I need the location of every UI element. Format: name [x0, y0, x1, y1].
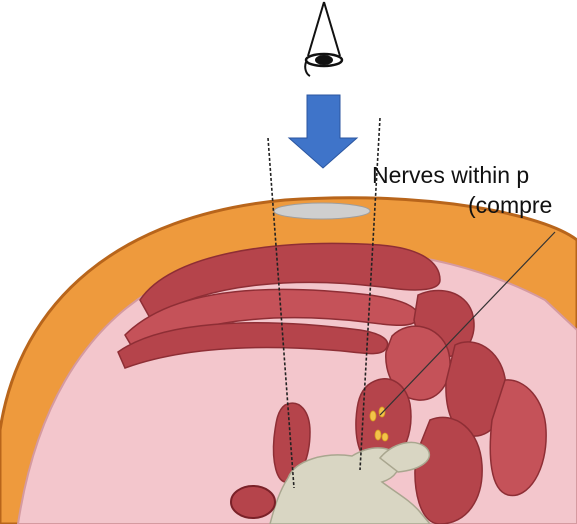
nerve-1 — [370, 411, 376, 421]
probe-pad — [274, 203, 370, 219]
eye-icon — [305, 2, 342, 76]
nerves-callout: Nerves within p (compre — [372, 160, 552, 220]
lateral-muscle-5 — [415, 417, 482, 524]
aorta — [231, 486, 275, 518]
nerve-4 — [382, 433, 388, 441]
callout-line-1: Nerves within p — [372, 162, 529, 188]
callout-line-2: (compre — [372, 190, 552, 220]
nerve-2 — [379, 407, 385, 417]
down-arrow-icon — [289, 95, 357, 168]
nerve-3 — [375, 430, 381, 440]
